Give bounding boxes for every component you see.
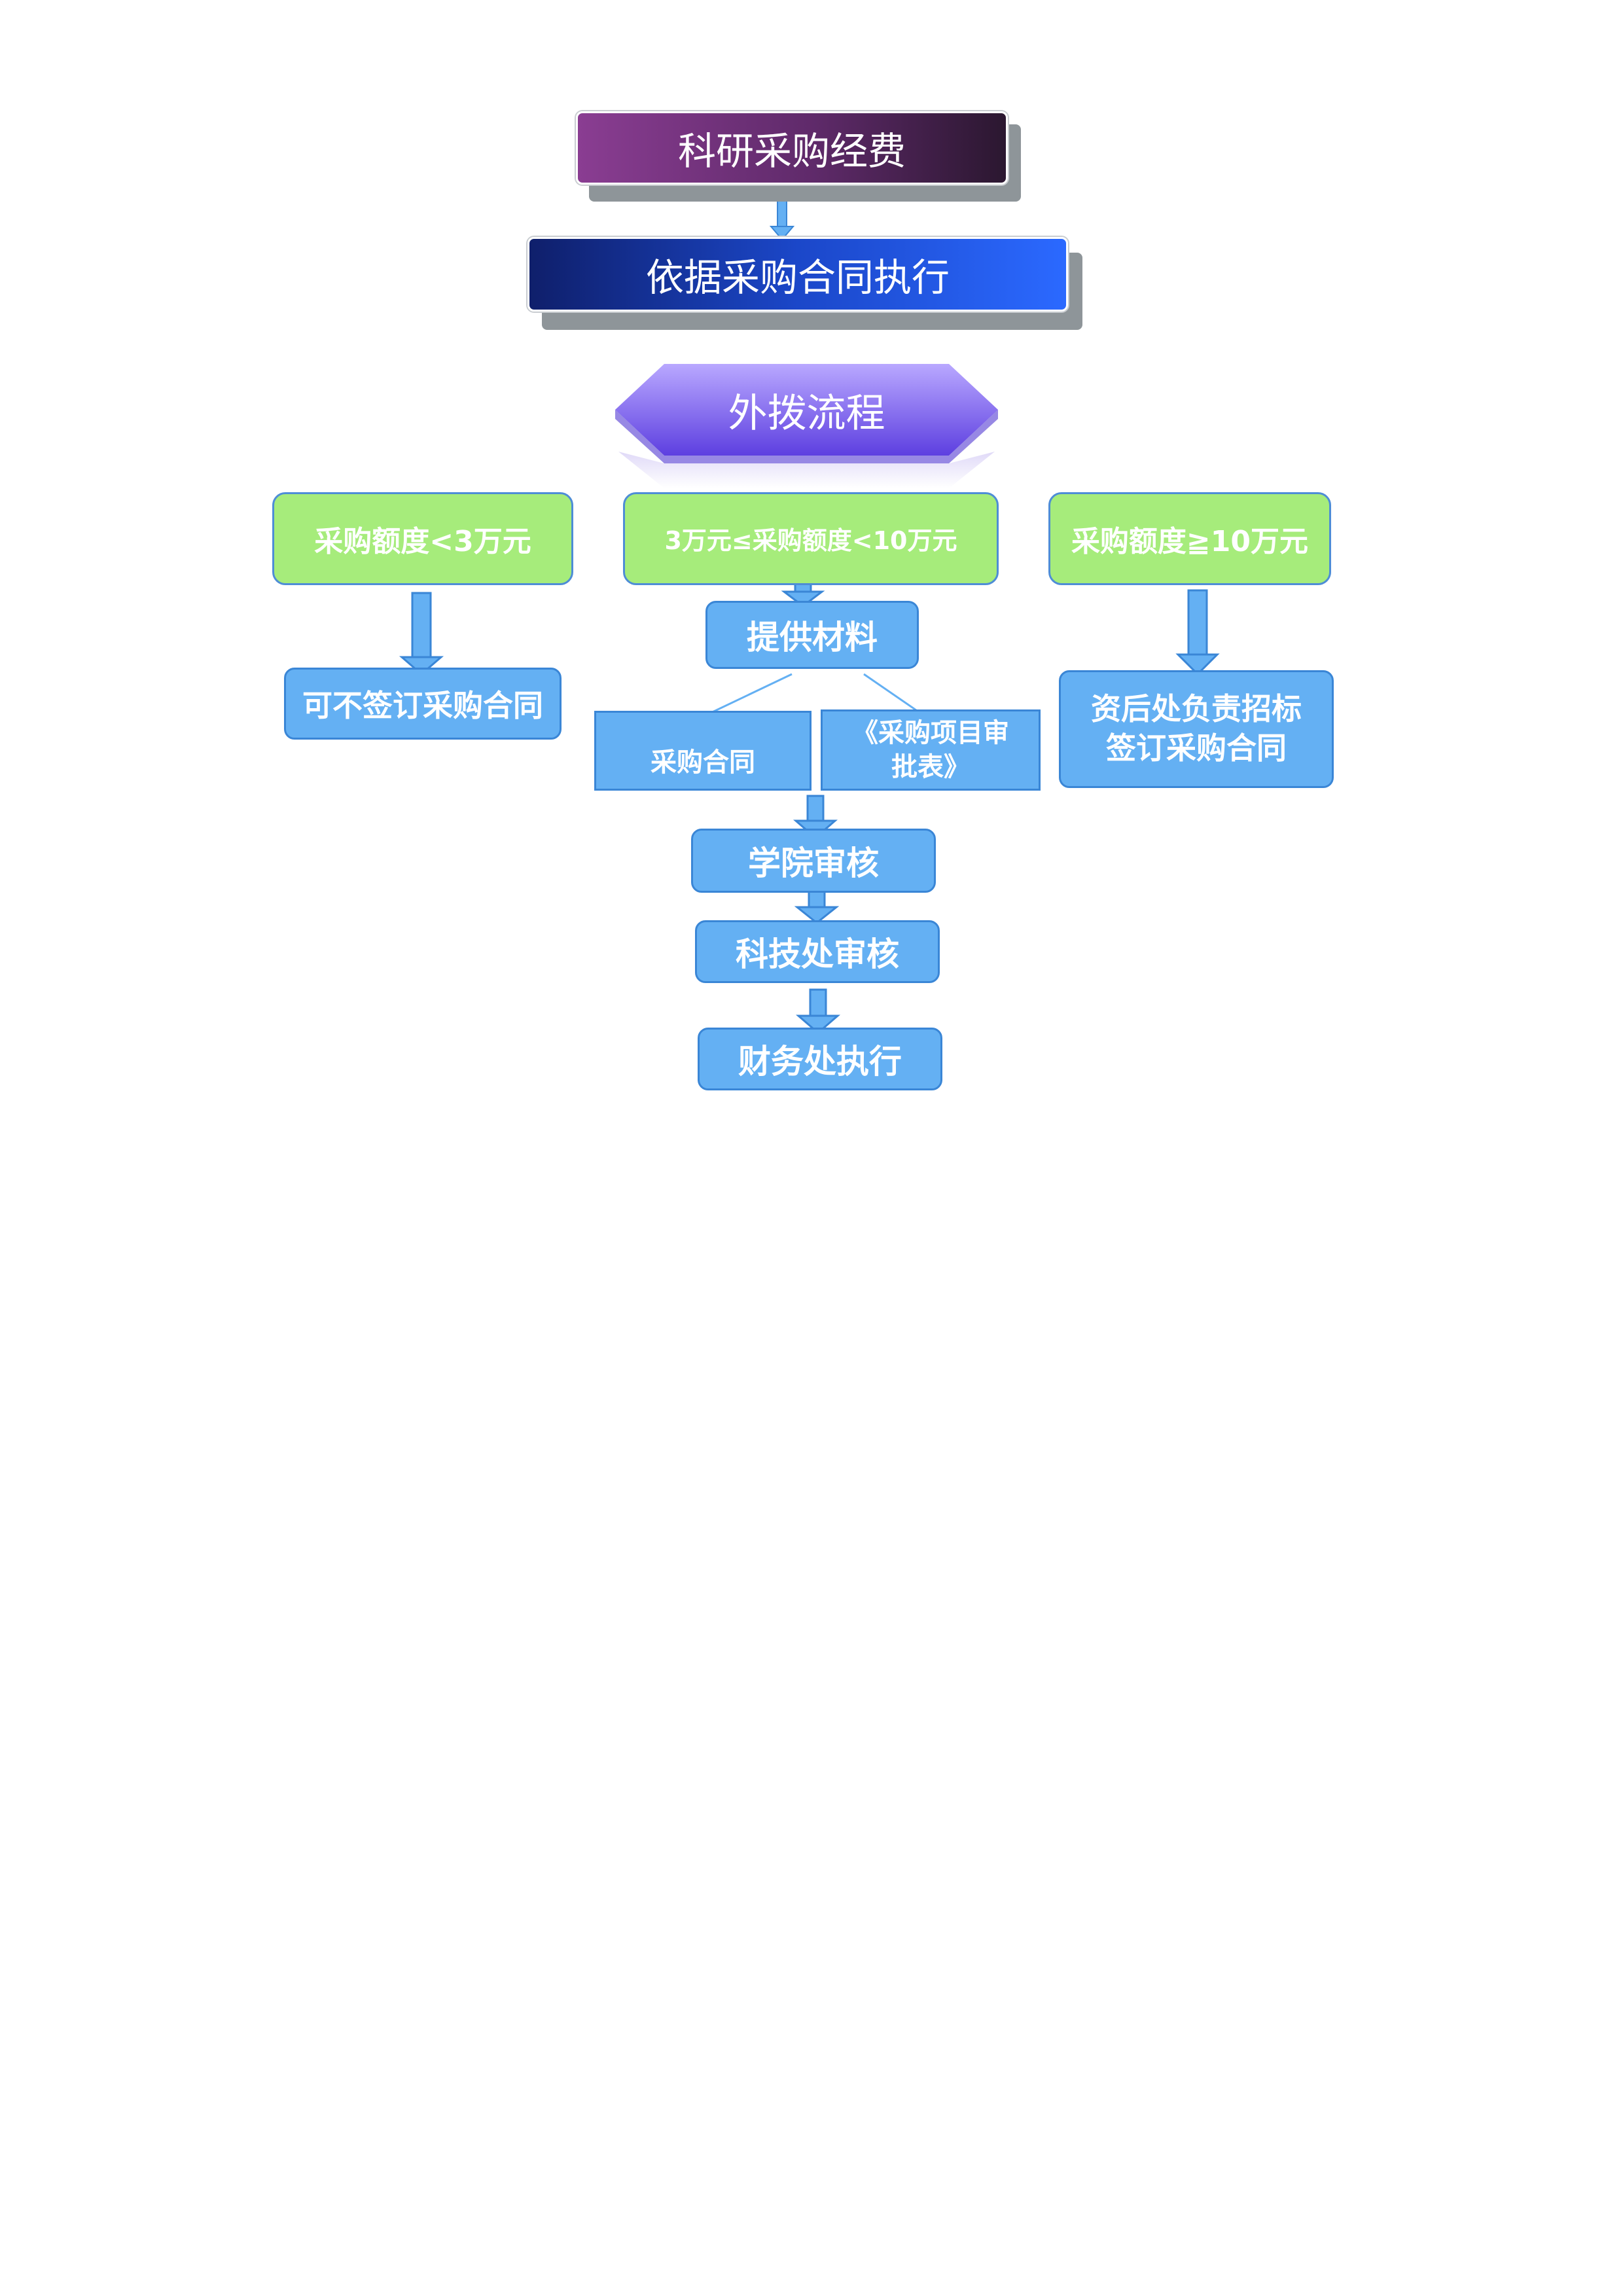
arrow-right-branch — [1175, 589, 1220, 676]
hexagon-label-text: 外拨流程 — [728, 390, 885, 437]
title-top-label: 科研采购经费 — [677, 129, 906, 173]
line-materials-left — [706, 673, 793, 716]
material-contract-label: 采购合同 — [651, 747, 755, 778]
hexagon-reflection — [618, 452, 995, 488]
step-college-review: 学院审核 — [691, 829, 936, 893]
right-result-line2: 签订采购合同 — [1106, 730, 1287, 766]
left-result-label: 可不签订采购合同 — [302, 688, 543, 723]
hexagon-label: 外拨流程 — [615, 364, 998, 456]
branch-left: 采购额度<3万元 — [272, 492, 573, 585]
material-form-line1: 《采购项目审 — [852, 718, 1009, 748]
provide-materials: 提供材料 — [705, 601, 919, 669]
material-approval-form: 《采购项目审 批表》 — [821, 709, 1041, 791]
title-second: 依据采购合同执行 — [527, 237, 1068, 312]
step-finance-execute: 财务处执行 — [698, 1028, 942, 1090]
step-college-review-label: 学院审核 — [748, 844, 879, 882]
branch-middle-label: 3万元≤采购额度<10万元 — [664, 526, 957, 555]
branch-middle: 3万元≤采购额度<10万元 — [623, 492, 999, 585]
material-form-line2: 批表》 — [891, 752, 970, 782]
branch-left-label: 采购额度<3万元 — [314, 525, 531, 558]
branch-right: 采购额度≧10万元 — [1048, 492, 1331, 585]
provide-materials-label: 提供材料 — [747, 619, 878, 656]
step-sci-tech-review-label: 科技处审核 — [736, 935, 899, 973]
right-result: 资后处负责招标 签订采购合同 — [1059, 670, 1334, 788]
step-sci-tech-review: 科技处审核 — [695, 920, 940, 983]
arrow-to-finance — [795, 988, 841, 1034]
step-finance-execute-label: 财务处执行 — [738, 1043, 902, 1081]
arrow-header — [769, 200, 795, 241]
hexagon-shape — [615, 364, 998, 456]
title-second-label: 依据采购合同执行 — [645, 255, 950, 300]
material-contract: 采购合同 — [594, 711, 812, 791]
branch-right-label: 采购额度≧10万元 — [1071, 525, 1309, 558]
line-materials-right — [863, 673, 923, 716]
left-result: 可不签订采购合同 — [284, 668, 562, 740]
title-top: 科研采购经费 — [576, 111, 1008, 185]
arrow-left-branch — [399, 592, 444, 675]
right-result-line1: 资后处负责招标 — [1091, 691, 1302, 727]
